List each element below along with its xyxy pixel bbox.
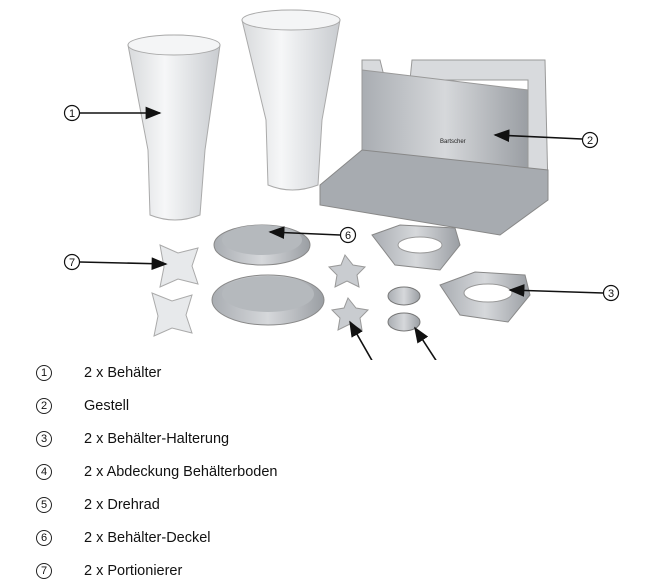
brand-logo: Bartscher (440, 139, 466, 145)
stand: Bartscher (319, 59, 549, 236)
callout-1: 1 (69, 108, 75, 120)
container-2 (241, 9, 341, 191)
callout-7: 7 (69, 257, 75, 269)
legend-text: Gestell (84, 397, 130, 414)
legend-text: 2 x Drehrad (84, 496, 160, 513)
legend-item: 3 2 x Behälter-Halterung (36, 422, 277, 455)
callout-markers (63, 104, 620, 302)
legend-text: 2 x Behälter-Halterung (84, 430, 230, 447)
legend-item: 1 2 x Behälter (36, 356, 277, 389)
legend-item: 4 2 x Abdeckung Behälterboden (36, 455, 277, 488)
legend-number: 4 (36, 463, 52, 480)
parts-legend: 1 2 x Behälter 2 Gestell 3 2 x Behälter-Hal… (36, 356, 277, 588)
callout-2: 2 (587, 135, 593, 147)
legend-item: 7 2 x Portionierer (36, 555, 277, 588)
parts-illustration: Bartscher (63, 9, 620, 360)
legend-text: 2 x Behälter (84, 364, 162, 381)
legend-number: 7 (36, 563, 52, 580)
legend-item: 6 2 x Behälter-Deckel (36, 521, 277, 554)
legend-number: 3 (36, 430, 52, 447)
legend-text: 2 x Portionierer (84, 563, 183, 580)
callout-3: 3 (608, 288, 614, 300)
legend-number: 2 (36, 397, 52, 414)
legend-number: 1 (36, 364, 52, 381)
legend-text: 2 x Behälter-Deckel (84, 530, 211, 547)
knobs (327, 254, 370, 331)
callout-6: 6 (345, 230, 351, 242)
bottom-covers (387, 286, 421, 332)
container-1 (127, 34, 221, 221)
portioners (151, 244, 199, 337)
legend-text: 2 x Abdeckung Behälterboden (84, 463, 278, 480)
callout-lines (79, 106, 604, 360)
legend-number: 6 (36, 530, 52, 547)
legend-number: 5 (36, 496, 52, 513)
holders (371, 224, 531, 323)
lids (211, 224, 325, 326)
legend-item: 5 2 x Drehrad (36, 488, 277, 521)
legend-item: 2 Gestell (36, 389, 277, 422)
